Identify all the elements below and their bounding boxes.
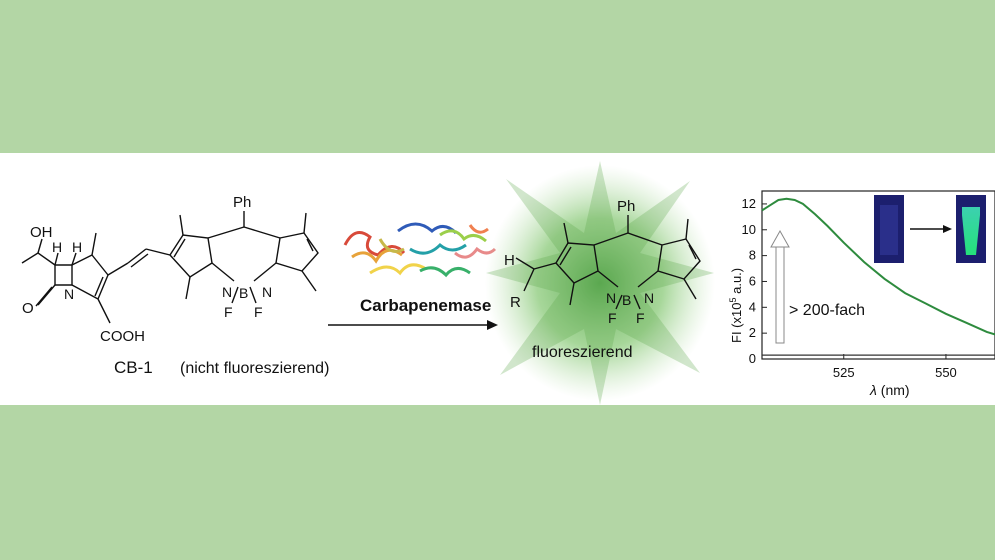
reactant-atom-labels: OH H H N O COOH Ph N N B F F xyxy=(22,194,272,345)
product-atom-labels: H R Ph N N B F F xyxy=(504,198,654,326)
reactant-atom-cooh: COOH xyxy=(100,328,145,345)
reactant-atom-oh: OH xyxy=(30,224,53,241)
product-atom-r: R xyxy=(510,294,521,311)
product-state: fluoreszierend xyxy=(532,344,633,361)
plot-series xyxy=(761,197,995,356)
reactant-atom-f2: F xyxy=(254,304,263,320)
reactant-name: CB-1 xyxy=(114,358,153,377)
reaction-scheme: OH H H N O COOH Ph N N B F F CB-1 (nicht… xyxy=(21,161,995,405)
x-tick-label: 550 xyxy=(935,365,957,380)
scheme-panel: OH H H N O COOH Ph N N B F F CB-1 (nicht… xyxy=(0,153,995,405)
fluorescence-glow xyxy=(485,161,715,405)
reactant-atom-h1: H xyxy=(52,239,62,255)
product-atom-f2: F xyxy=(636,310,645,326)
y-tick-label: 4 xyxy=(749,299,756,314)
enzyme-label: Carbapenemase xyxy=(360,296,491,315)
reactant-cb1-structure xyxy=(21,211,319,324)
reactant-atom-n-left: N xyxy=(222,284,232,300)
x-axis-ticks: 525 550 xyxy=(833,354,957,380)
x-axis-label: λ (nm) xyxy=(869,382,910,398)
y-axis-ticks: 0 2 4 6 8 10 12 xyxy=(742,196,767,366)
increase-arrow xyxy=(770,229,790,344)
y-tick-label: 0 xyxy=(749,351,756,366)
y-tick-label: 8 xyxy=(749,248,756,263)
y-tick-label: 12 xyxy=(742,196,756,211)
reactant-state: (nicht fluoreszierend) xyxy=(180,360,329,377)
photo-arrow xyxy=(910,225,952,233)
product-atom-n-right: N xyxy=(644,290,654,306)
product-atom-f1: F xyxy=(608,310,617,326)
reaction-arrow xyxy=(328,320,498,330)
spectrum-plot: 0 2 4 6 8 10 12 525 550 > 200-fach xyxy=(742,190,995,380)
reactant-atom-n-right: N xyxy=(262,284,272,300)
product-atom-b: B xyxy=(622,292,631,308)
x-tick-label: 525 xyxy=(833,365,855,380)
product-atom-ph: Ph xyxy=(617,198,635,215)
enzyme-ribbon-image xyxy=(343,222,497,278)
svg-text:FI (x105 a.u.): FI (x105 a.u.) xyxy=(728,268,744,343)
product-structure xyxy=(515,215,701,310)
y-tick-label: 2 xyxy=(749,325,756,340)
reactant-atom-b: B xyxy=(239,285,248,301)
product-atom-n-left: N xyxy=(606,290,616,306)
y-tick-label: 6 xyxy=(749,273,756,288)
fold-increase-label: > 200-fach xyxy=(789,302,865,319)
y-tick-label: 10 xyxy=(742,222,756,237)
top-background-band xyxy=(0,0,995,153)
reactant-atom-n: N xyxy=(64,286,74,302)
cuvette-after-photo xyxy=(956,195,986,263)
y-axis-label: FI (x105 a.u.) xyxy=(728,268,744,343)
svg-text:λ (nm): λ (nm) xyxy=(869,382,910,398)
reactant-atom-h2: H xyxy=(72,239,82,255)
reactant-atom-o: O xyxy=(22,300,34,317)
reactant-atom-ph: Ph xyxy=(233,194,251,211)
product-atom-h: H xyxy=(504,252,515,269)
cuvette-before-photo xyxy=(874,195,904,263)
bottom-background-band xyxy=(0,405,995,560)
reactant-atom-f1: F xyxy=(224,304,233,320)
emission-curve xyxy=(761,197,995,336)
